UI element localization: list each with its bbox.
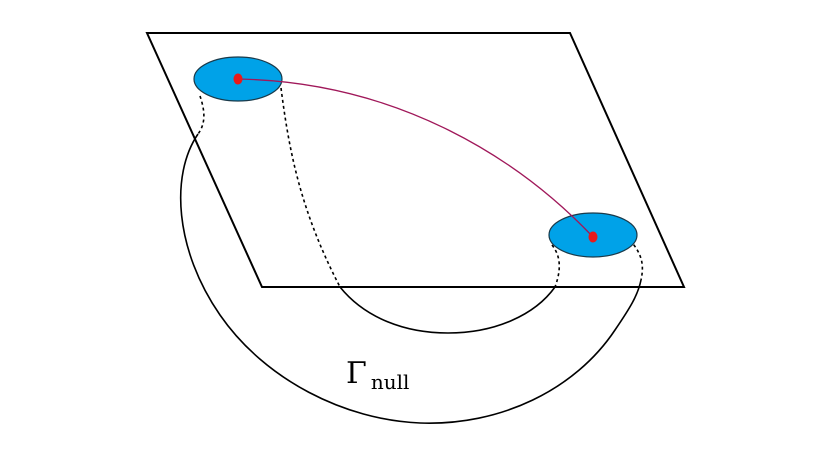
- gamma-null-label: Γ null: [346, 356, 409, 394]
- plane: [145, 32, 686, 288]
- gamma-subscript: null: [371, 370, 410, 394]
- outer-tube-hidden-right: [629, 239, 644, 281]
- gamma-symbol: Γ: [346, 356, 367, 391]
- inner-tube-hidden-right: [551, 244, 561, 288]
- outer-tube-hidden-left: [197, 95, 205, 135]
- outer-tube-curve: [179, 133, 642, 424]
- left-puncture: [233, 73, 243, 85]
- geodesic-curve: [237, 78, 594, 238]
- inner-tube-curve: [339, 286, 556, 334]
- inner-tube-hidden-left: [280, 87, 341, 288]
- right-puncture: [588, 231, 598, 243]
